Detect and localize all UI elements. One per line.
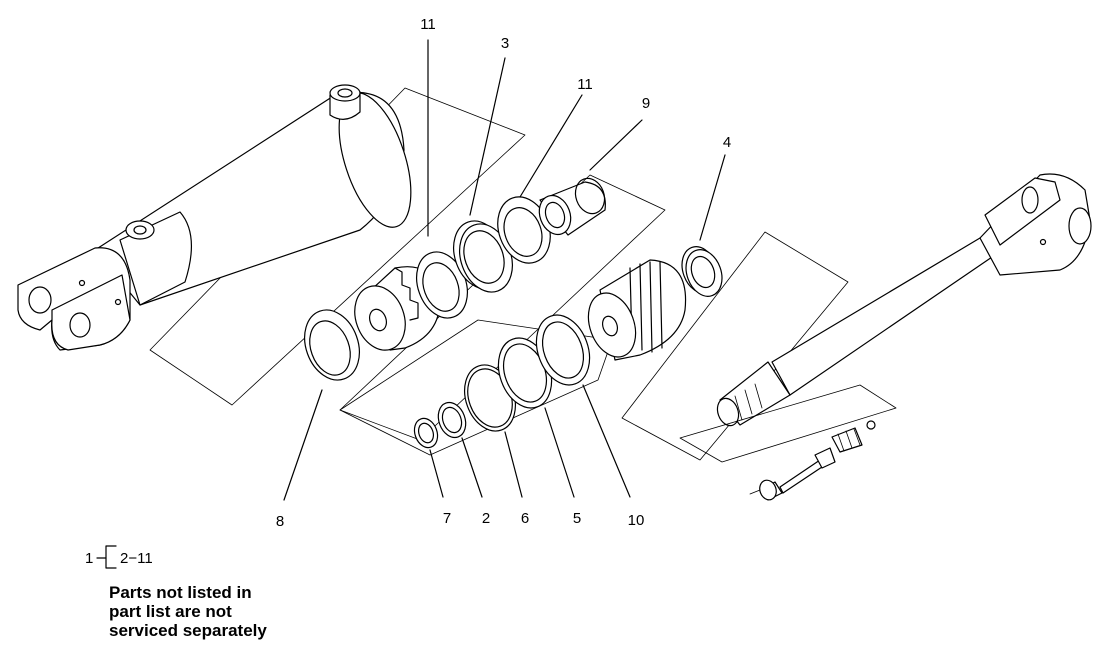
leader-2 — [461, 437, 483, 498]
piston — [587, 259, 687, 361]
callout-10: 10 — [628, 512, 645, 529]
piston-rod — [716, 173, 1092, 427]
callout-9: 9 — [642, 95, 650, 112]
legend-parent: 1 — [85, 550, 93, 567]
part-9-spacer — [538, 177, 606, 236]
part-10-ring — [535, 314, 591, 386]
leader-3 — [469, 57, 506, 216]
callout-labels: 11 3 11 9 4 8 7 2 6 5 10 — [276, 16, 731, 530]
callout-7: 7 — [443, 510, 451, 527]
callout-6: 6 — [521, 510, 529, 527]
leader-11b — [519, 94, 583, 198]
cylinder-barrel — [17, 84, 526, 406]
callout-8: 8 — [276, 513, 284, 530]
head-gland — [354, 266, 441, 351]
callout-2: 2 — [482, 510, 490, 527]
grease-fitting-assembly — [749, 420, 876, 501]
part-8-wiper-ring — [304, 309, 360, 381]
assembly-legend: 1 2−11 — [85, 545, 153, 569]
note-line-2: part list are not — [109, 602, 232, 621]
service-note: Parts not listed in part list are not se… — [109, 583, 267, 640]
callout-3: 3 — [501, 35, 509, 52]
callout-4: 4 — [723, 134, 731, 151]
leader-5 — [544, 407, 575, 498]
part-3-seal — [453, 220, 513, 293]
lower-parts-plane — [339, 319, 613, 456]
part-4-ring — [681, 246, 723, 297]
rod-plane — [621, 231, 849, 461]
legend-children: 2−11 — [120, 550, 153, 567]
callout-5: 5 — [573, 510, 581, 527]
note-line-1: Parts not listed in — [109, 583, 252, 602]
part-11-ring-upper — [416, 251, 468, 319]
leader-4 — [699, 154, 726, 241]
leader-8 — [283, 389, 323, 501]
small-parts-plane — [679, 384, 897, 463]
leader-lines — [283, 39, 726, 501]
leader-10 — [582, 384, 631, 498]
leader-6 — [504, 431, 523, 498]
callout-11-upper: 11 — [420, 16, 436, 33]
part-11-ring-lower — [497, 196, 551, 264]
leader-9 — [589, 119, 643, 171]
leader-7 — [429, 449, 444, 498]
part-7-ring — [413, 417, 439, 449]
part-2-ring — [437, 401, 467, 439]
note-line-3: serviced separately — [109, 621, 267, 640]
callout-11-lower: 11 — [577, 76, 593, 93]
